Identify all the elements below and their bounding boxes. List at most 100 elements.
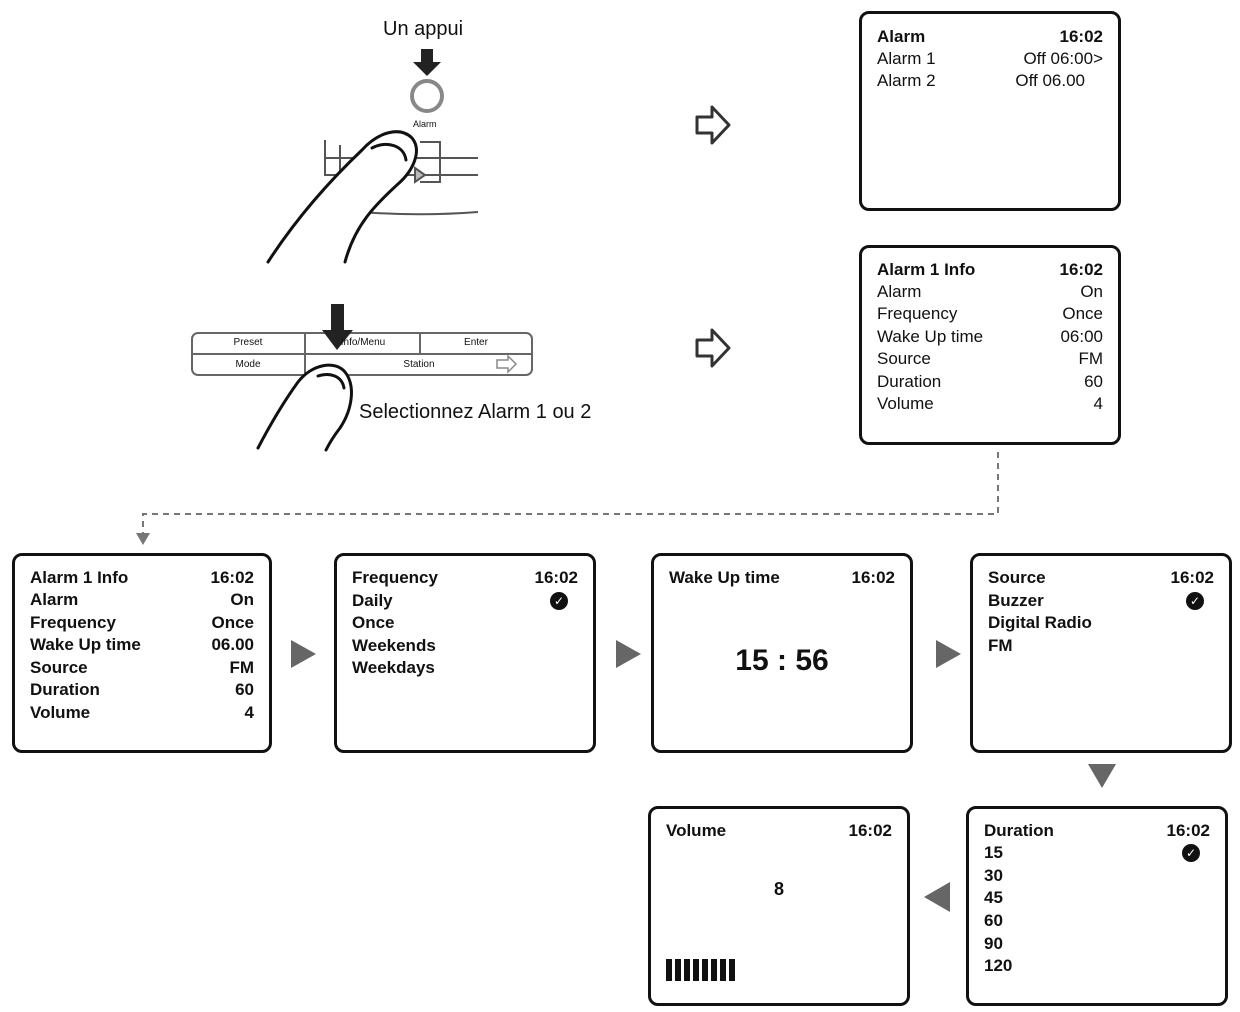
info-row-source[interactable]: Source FM [877,348,1103,370]
alarm-info-screen-top: Alarm 1 Info 16:02 Alarm On Frequency Once… [859,245,1121,445]
option-label: 45 [984,888,1003,907]
frequency-option[interactable]: Weekdays [352,657,578,679]
source-option[interactable]: FM [988,635,1214,657]
station-button[interactable]: Station [403,359,435,370]
select-alarm-caption: Selectionnez Alarm 1 ou 2 [359,401,592,423]
row-value: 06:00 [1060,327,1103,346]
duration-option[interactable]: 30 [984,865,1210,887]
selected-check-icon: ✓ [1186,592,1204,610]
screen-header: Frequency 16:02 [352,567,578,589]
alarm-list-screen: Alarm 16:02 Alarm 1 Off 06:00> Alarm 2 O… [859,11,1121,211]
flow-arrow-left-icon [924,882,950,912]
option-label: Once [352,613,395,632]
source-screen: Source 16:02 ✓ Buzzer Digital Radio FM [970,553,1232,753]
screen-time: 16:02 [210,568,254,587]
alarm-button-label: Alarm [413,119,437,129]
info-row-wakeup[interactable]: Wake Up time 06:00 [877,326,1103,348]
screen-title: Volume [666,821,727,840]
screen-header: Duration 16:02 [984,820,1210,842]
hand-icon-2 [256,363,353,452]
flow-arrow-down-icon [1088,764,1116,788]
row-label: Duration [877,372,942,391]
selected-check-icon: ✓ [550,592,568,610]
row-label: Wake Up time [877,327,984,346]
info-row-frequency[interactable]: Frequency Once [877,303,1103,325]
selected-check-icon: ✓ [1182,844,1200,862]
option-label: Weekdays [352,658,435,677]
option-label: Buzzer [988,591,1044,610]
screen-title: Alarm [877,27,926,46]
duration-option[interactable]: 15 [984,842,1210,864]
row-label: Duration [30,680,100,699]
row-label: Frequency [30,613,116,632]
row-value: FM [1078,349,1103,368]
duration-option[interactable]: 45 [984,887,1210,909]
volume-level-bar[interactable] [666,959,866,981]
duration-option[interactable]: 120 [984,955,1210,977]
screen-title: Source [988,568,1046,587]
mode-button[interactable]: Mode [235,359,261,370]
flow-arrow-right-icon-1 [291,640,316,668]
row-label: Source [877,349,931,368]
alarm-button-icon [410,79,444,113]
duration-option[interactable]: 90 [984,933,1210,955]
preset-button[interactable]: Preset [233,337,263,348]
wakeup-time-value[interactable]: 15 : 56 [735,644,829,677]
flow-arrow-right-icon-2 [616,640,641,668]
screen-header: Alarm 1 Info 16:02 [877,259,1103,281]
screen-title: Alarm 1 Info [877,260,976,279]
row-label: Alarm [877,282,922,301]
source-option[interactable]: Digital Radio [988,612,1214,634]
volume-value: 8 [773,879,784,899]
volume-segment [702,959,708,981]
screen-title: Wake Up time [669,568,780,587]
info-menu-button[interactable]: Info/Menu [340,337,386,348]
row-value: 06.00 [211,635,254,654]
frequency-option[interactable]: Weekends [352,635,578,657]
option-label: Daily [352,591,393,610]
row-label: Wake Up time [30,635,141,654]
screen-header: Source 16:02 [988,567,1214,589]
frequency-option[interactable]: Daily [352,590,578,612]
screen-time: 16:02 [1059,260,1103,279]
info-row-alarm[interactable]: Alarm On [877,281,1103,303]
volume-segment [693,959,699,981]
press-once-caption: Un appui [383,18,464,40]
row-value: 60 [235,680,254,699]
row-value: On [1080,282,1103,301]
row-label: Alarm [30,590,79,609]
arrow-right-outline-icon-2 [695,328,731,368]
row-label: Frequency [877,304,958,323]
row-label: Volume [877,394,934,413]
info-row-volume[interactable]: Volume 4 [877,393,1103,415]
row-value: 4 [1093,394,1103,413]
volume-screen: Volume 16:02 8 [648,806,910,1006]
row-value: Once [1062,304,1103,323]
screen-header: Alarm 1 Info 16:02 [30,567,254,589]
source-option[interactable]: Buzzer [988,590,1214,612]
alarm-2-row[interactable]: Alarm 2 Off 06.00 [877,70,1103,92]
screen-time: 16:02 [534,568,578,587]
enter-button[interactable]: Enter [464,337,488,348]
info-row-wakeup[interactable]: Wake Up time 06.00 [30,634,254,656]
screen-time: 16:02 [848,821,892,840]
row-label: Source [30,658,88,677]
alarm-1-row[interactable]: Alarm 1 Off 06:00> [877,48,1103,70]
row-label: Alarm 2 [877,71,936,90]
frequency-option[interactable]: Once [352,612,578,634]
info-row-duration[interactable]: Duration 60 [30,679,254,701]
screen-title: Frequency [352,568,438,587]
screen-title: Duration [984,821,1054,840]
volume-segment [684,959,690,981]
option-label: 120 [984,956,1013,975]
wakeup-time-screen: Wake Up time 16:02 15 : 56 [651,553,913,753]
row-value: 4 [244,703,254,722]
duration-option[interactable]: 60 [984,910,1210,932]
screen-time: 16:02 [851,568,895,587]
